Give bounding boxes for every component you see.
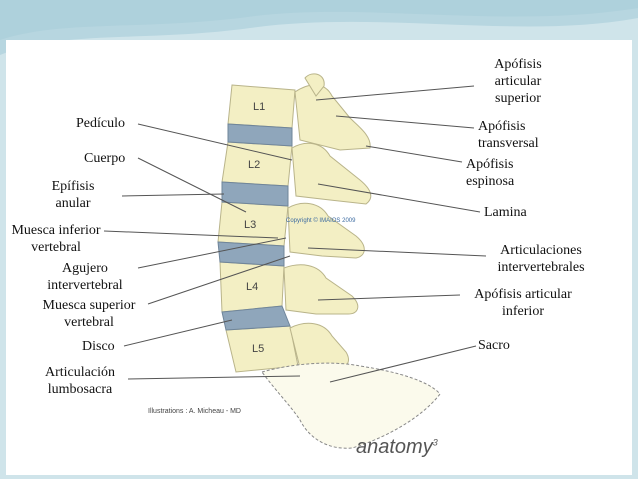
level-l1: L1 bbox=[253, 101, 265, 113]
sacrum bbox=[261, 362, 441, 449]
label-apofisis-articular-inferior: Apófisis articular inferior bbox=[474, 287, 572, 319]
disc-l2-l3 bbox=[221, 181, 289, 207]
disc-l1-l2 bbox=[227, 123, 293, 147]
credit-text: Illustrations : A. Micheau - MD bbox=[148, 408, 241, 415]
label-articulacion-lumbosacra: Articulación lumbosacra bbox=[45, 365, 115, 397]
anatomy-logo: anatomy3 bbox=[356, 436, 438, 458]
level-l5: L5 bbox=[252, 343, 264, 355]
label-articulaciones-intervertebrales: Articulaciones intervertebrales bbox=[497, 243, 585, 275]
label-epifisis-anular: Epífisis anular bbox=[51, 179, 95, 211]
intervertebral-discs bbox=[217, 123, 293, 331]
disc-l4-l5 bbox=[221, 305, 291, 331]
label-lamina: Lamina bbox=[484, 205, 527, 220]
label-apofisis-transversal: Apófisis transversal bbox=[478, 119, 539, 151]
label-sacro: Sacro bbox=[478, 338, 510, 353]
level-l4: L4 bbox=[246, 281, 258, 293]
leader-lines bbox=[103, 85, 487, 383]
level-l2: L2 bbox=[248, 159, 260, 171]
copyright-text: Copyright © IMAIOS 2009 bbox=[286, 217, 356, 224]
label-cuerpo: Cuerpo bbox=[84, 151, 126, 166]
label-apofisis-espinosa: Apófisis espinosa bbox=[466, 157, 515, 189]
label-apofisis-articular-superior: Apófisis articular superior bbox=[494, 57, 542, 106]
label-agujero-intervertebral: Agujero intervertebral bbox=[47, 261, 123, 293]
label-muesca-superior-vertebral: Muesca superior vertebral bbox=[42, 298, 136, 330]
label-disco: Disco bbox=[82, 339, 115, 354]
label-pediculo: Pedículo bbox=[76, 116, 125, 131]
label-muesca-inferior-vertebral: Muesca inferior vertebral bbox=[11, 223, 101, 255]
level-l3: L3 bbox=[244, 219, 256, 231]
posterior-elements bbox=[283, 73, 372, 369]
